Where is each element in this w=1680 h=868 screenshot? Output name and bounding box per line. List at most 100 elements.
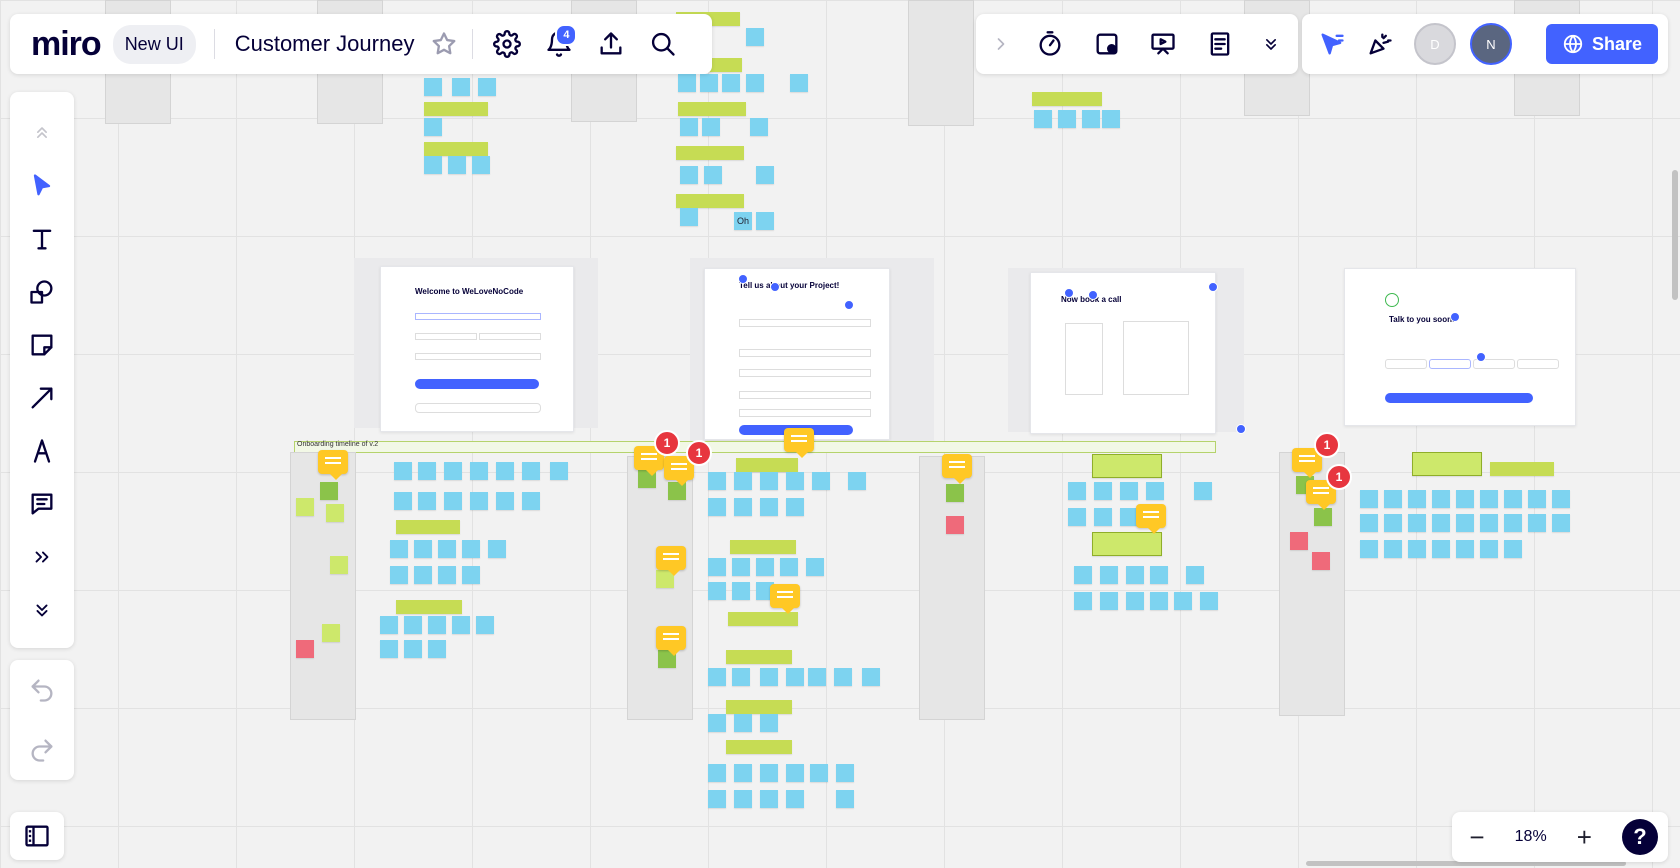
sticky-note[interactable] — [1432, 514, 1450, 532]
sticky-note[interactable] — [786, 764, 804, 782]
text-tool[interactable] — [20, 218, 64, 259]
sticky-note[interactable] — [296, 640, 314, 658]
frame-column[interactable] — [908, 0, 974, 126]
sticky-note[interactable] — [1200, 592, 1218, 610]
onboarding-timeline[interactable]: Onboarding timeline of v.2 — [294, 441, 1216, 453]
sticky-note[interactable] — [322, 624, 340, 642]
sticky-note[interactable] — [750, 118, 768, 136]
comment-icon[interactable] — [770, 584, 800, 614]
sticky-note[interactable] — [452, 78, 470, 96]
redo-button[interactable] — [22, 730, 62, 770]
more-tools-button[interactable] — [1256, 24, 1286, 64]
sticky-note[interactable] — [424, 142, 488, 156]
sticky-note[interactable] — [1034, 110, 1052, 128]
sticky-note[interactable] — [1504, 490, 1522, 508]
sticky-note[interactable] — [1480, 540, 1498, 558]
sticky-note[interactable] — [746, 28, 764, 46]
sticky-note[interactable] — [448, 156, 466, 174]
sticky-note[interactable] — [1456, 514, 1474, 532]
sticky-note[interactable] — [734, 498, 752, 516]
sticky-note[interactable] — [522, 492, 540, 510]
sticky-note[interactable] — [760, 790, 778, 808]
search-button[interactable] — [643, 24, 683, 64]
shapes-tool[interactable] — [20, 271, 64, 312]
sticky-note[interactable] — [394, 492, 412, 510]
sticky-note[interactable] — [470, 462, 488, 480]
sticky-note[interactable] — [390, 566, 408, 584]
sticky-note[interactable] — [730, 540, 796, 554]
sticky-note[interactable] — [424, 156, 442, 174]
zoom-in-button[interactable]: + — [1576, 821, 1592, 852]
sticky-note[interactable] — [404, 616, 422, 634]
sticky-note[interactable] — [1456, 540, 1474, 558]
sticky-note[interactable] — [1314, 508, 1332, 526]
sticky-note[interactable] — [1082, 110, 1100, 128]
sticky-note[interactable] — [786, 790, 804, 808]
sticky-note[interactable] — [708, 472, 726, 490]
sticky-note[interactable] — [760, 472, 778, 490]
comment-icon[interactable] — [656, 546, 686, 576]
sticky-note[interactable] — [380, 640, 398, 658]
sticky-note[interactable] — [1360, 514, 1378, 532]
sticky-note[interactable] — [732, 558, 750, 576]
presentation-button[interactable] — [1143, 24, 1183, 64]
sticky-note[interactable] — [756, 166, 774, 184]
sticky-note[interactable] — [756, 582, 774, 600]
zoom-level[interactable]: 18% — [1514, 828, 1547, 845]
board-title[interactable]: Customer Journey — [234, 31, 415, 56]
sticky-note[interactable] — [678, 74, 696, 92]
sticky-note[interactable] — [734, 790, 752, 808]
sticky-note[interactable] — [1432, 540, 1450, 558]
sticky-note[interactable] — [424, 78, 442, 96]
sticky-note[interactable] — [726, 700, 792, 714]
sticky-note[interactable] — [550, 462, 568, 480]
frames-panel-button[interactable] — [10, 812, 64, 860]
expand-toolbar-button[interactable] — [20, 589, 64, 630]
sticky-note[interactable] — [472, 156, 490, 174]
sticky-note[interactable] — [1504, 514, 1522, 532]
more-apps-button[interactable] — [20, 536, 64, 577]
sticky-note[interactable] — [1092, 532, 1162, 556]
sticky-note[interactable] — [326, 504, 344, 522]
sticky-note[interactable] — [1432, 490, 1450, 508]
sticky-note[interactable] — [1094, 482, 1112, 500]
sticky-note[interactable] — [760, 668, 778, 686]
sticky-note[interactable] — [496, 462, 514, 480]
mockup-welcome[interactable]: Welcome to WeLoveNoCode — [380, 266, 574, 432]
sticky-note[interactable] — [780, 558, 798, 576]
sticky-note[interactable] — [1408, 540, 1426, 558]
sticky-note[interactable] — [746, 74, 764, 92]
sticky-note[interactable] — [708, 790, 726, 808]
sticky-note[interactable] — [320, 482, 338, 500]
sticky-note[interactable] — [1150, 592, 1168, 610]
share-button[interactable]: Share — [1545, 24, 1658, 64]
sticky-note[interactable] — [1194, 482, 1212, 500]
sticky-note[interactable] — [760, 498, 778, 516]
mockup-talk[interactable]: Talk to you soon! — [1344, 268, 1576, 426]
help-button[interactable]: ? — [1622, 819, 1658, 855]
sticky-note[interactable] — [732, 582, 750, 600]
sticky-note[interactable]: Oh — [734, 212, 752, 230]
sticky-note[interactable] — [680, 166, 698, 184]
export-button[interactable] — [591, 24, 631, 64]
sticky-note[interactable] — [1412, 452, 1482, 476]
comment-tool[interactable] — [20, 483, 64, 524]
sticky-note[interactable] — [1290, 532, 1308, 550]
sticky-note[interactable] — [1384, 490, 1402, 508]
sticky-note[interactable] — [834, 668, 852, 686]
sticky-note[interactable] — [1552, 514, 1570, 532]
comment-icon[interactable] — [784, 428, 814, 458]
sticky-note[interactable] — [680, 208, 698, 226]
sticky-note[interactable] — [946, 484, 964, 502]
sticky-note[interactable] — [1480, 490, 1498, 508]
sticky-note[interactable] — [708, 498, 726, 516]
sticky-note[interactable] — [1384, 540, 1402, 558]
sticky-note[interactable] — [1408, 490, 1426, 508]
sticky-note[interactable] — [452, 616, 470, 634]
mockup-project[interactable]: Tell us about your Project! — [704, 268, 890, 440]
timer-button[interactable] — [1030, 24, 1070, 64]
horizontal-scrollbar[interactable] — [1306, 861, 1626, 866]
sticky-note[interactable] — [1068, 482, 1086, 500]
sticky-note[interactable] — [708, 582, 726, 600]
sticky-note[interactable] — [836, 790, 854, 808]
